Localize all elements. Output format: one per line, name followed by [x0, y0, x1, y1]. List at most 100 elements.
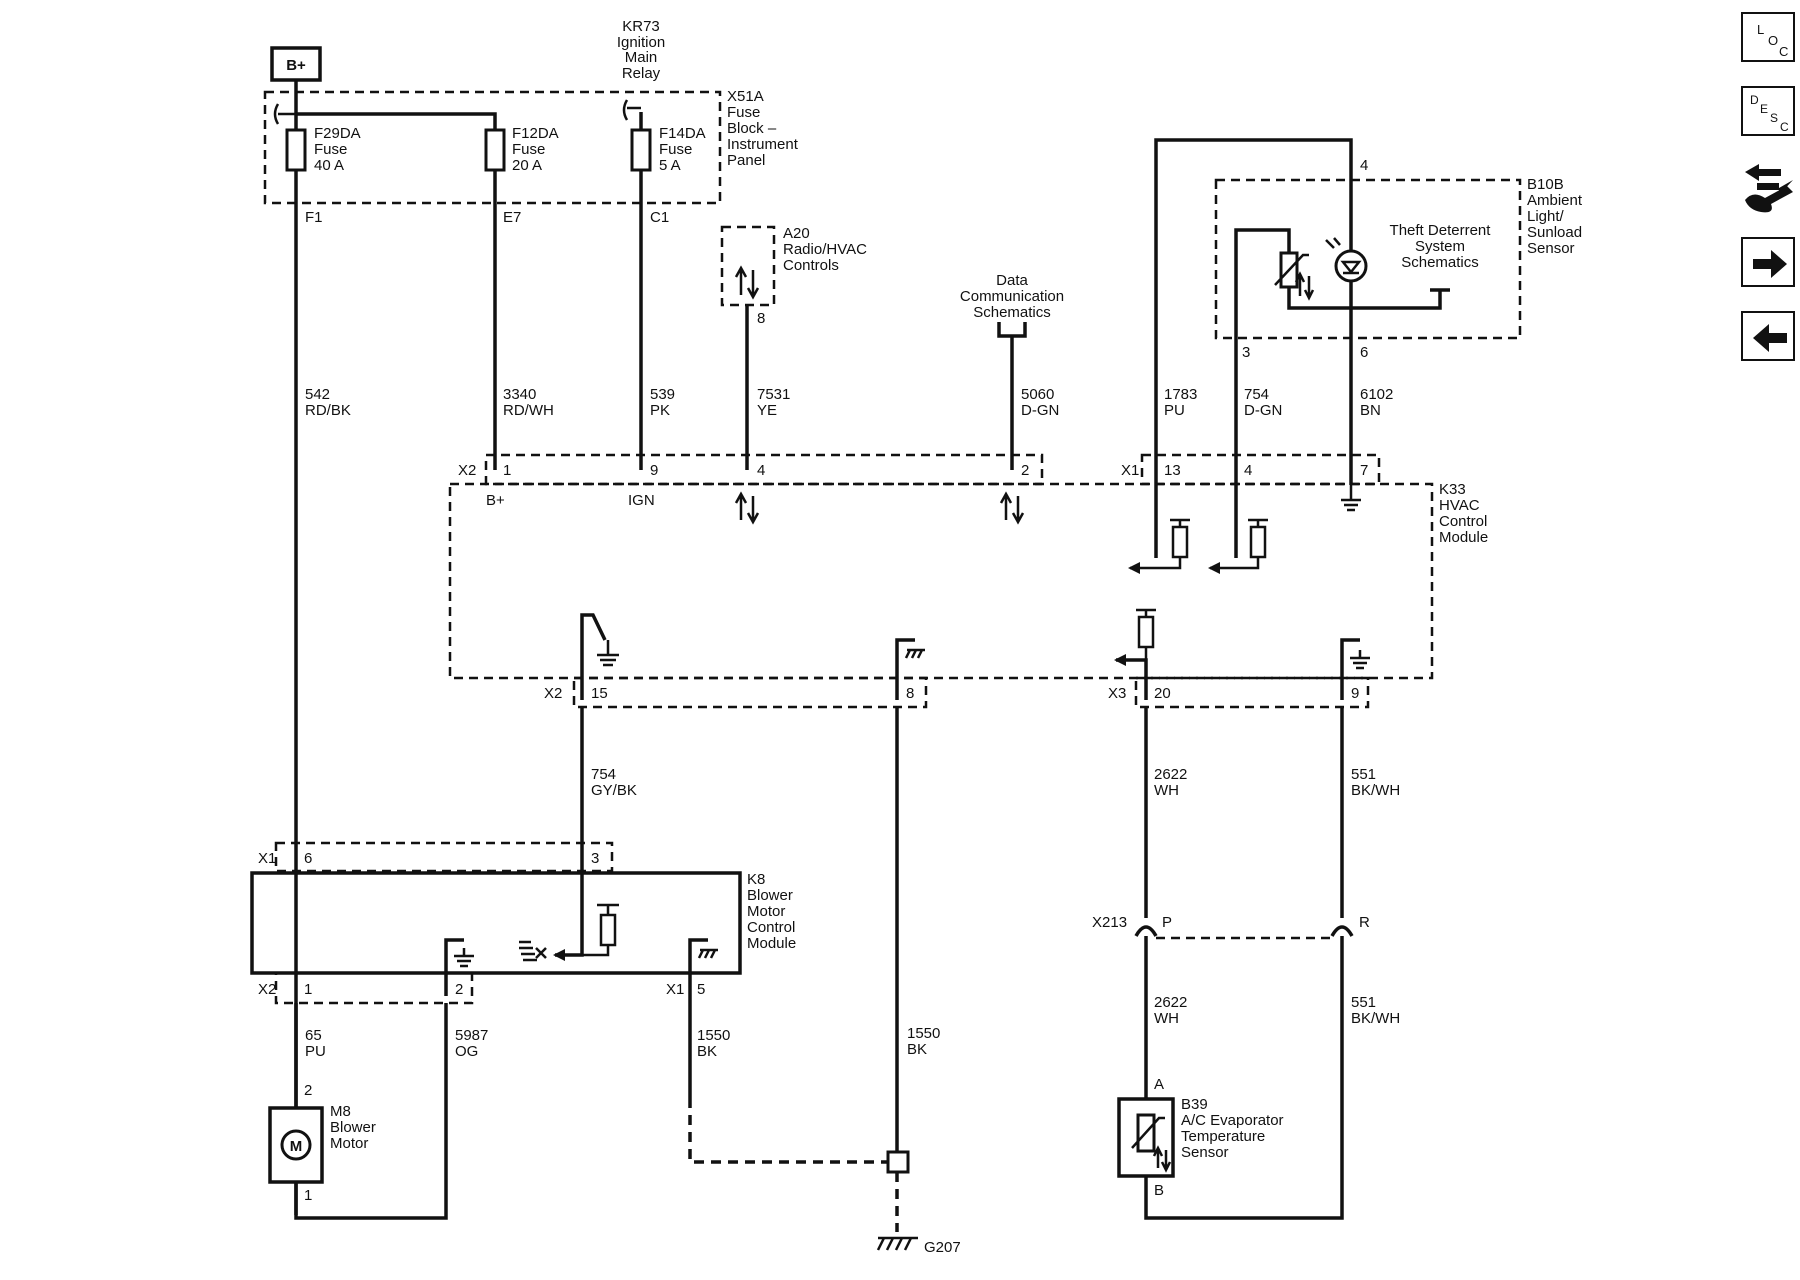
ground-icon — [1341, 485, 1361, 512]
pin-b10b-3: 3 — [1242, 344, 1250, 361]
svg-text:7: 7 — [1360, 462, 1368, 479]
motor-icon — [280, 1129, 312, 1161]
svg-text:P: P — [1162, 914, 1172, 931]
svg-text:13: 13 — [1164, 462, 1181, 479]
chassis-ground-icon — [697, 948, 718, 959]
pullup-resistor-icon — [599, 913, 617, 947]
svg-text:4: 4 — [757, 462, 765, 479]
ground-icon — [1350, 650, 1370, 670]
switch-icon — [580, 613, 607, 700]
svg-text:E: E — [1760, 102, 1768, 116]
bidirectional-arrows-icon — [734, 265, 760, 300]
fuse-f29da-icon — [285, 128, 307, 172]
wire-754-dgn — [1234, 228, 1291, 558]
ground-icon — [454, 948, 474, 968]
svg-text:X1: X1 — [666, 981, 684, 998]
k33-connector-x1-top — [1140, 453, 1381, 486]
pin-a20-8: 8 — [757, 310, 765, 327]
battery-positive-box: B+ — [270, 46, 322, 82]
pin-c1: C1 — [650, 209, 669, 226]
b10b-sensor-outline — [1214, 178, 1522, 340]
svg-text:9: 9 — [1351, 685, 1359, 702]
svg-text:15: 15 — [591, 685, 608, 702]
ground-g207-label: G207 — [924, 1239, 961, 1256]
chassis-ground-icon — [876, 1236, 918, 1251]
svg-text:X2: X2 — [258, 981, 276, 998]
svg-text:8: 8 — [906, 685, 914, 702]
svg-text:4: 4 — [1244, 462, 1252, 479]
next-arrow-button[interactable] — [1741, 237, 1795, 287]
fuse-f14da-icon — [630, 128, 652, 172]
k8-connector-x2-bottom — [274, 971, 474, 1005]
wire-5987 — [294, 1003, 448, 1220]
svg-text:A: A — [1154, 1076, 1164, 1093]
wire-3340 — [296, 112, 497, 470]
fuse-block-x51a-outline — [263, 90, 722, 205]
k33-connector-x3-bottom — [1134, 676, 1370, 709]
svg-text:S: S — [1770, 111, 1778, 125]
pullup-resistor-icon — [1137, 615, 1155, 649]
connector-x3-label: X3 — [1108, 685, 1126, 702]
pin-f1: F1 — [305, 209, 323, 226]
pullup-resistor-icon — [1128, 518, 1268, 574]
svg-text:IGN: IGN — [628, 492, 655, 509]
a20-radio-hvac-outline — [720, 225, 776, 307]
k33-connector-x2-top — [484, 453, 1044, 486]
connector-x2-label: X2 — [458, 462, 476, 479]
wire-1783 — [1154, 138, 1353, 558]
svg-text:20: 20 — [1154, 685, 1171, 702]
k33-hvac-module-outline — [448, 482, 1434, 680]
connector-wrench-icon[interactable] — [1741, 158, 1797, 214]
fuse-f12da-icon — [484, 128, 506, 172]
svg-text:B+: B+ — [286, 57, 306, 74]
loc-button[interactable]: L O C — [1741, 12, 1795, 62]
svg-text:5: 5 — [697, 981, 705, 998]
connector-x213-label: X213 — [1092, 914, 1127, 931]
svg-text:3: 3 — [591, 850, 599, 867]
svg-text:C: C — [1780, 120, 1789, 134]
svg-text:O: O — [1768, 33, 1778, 48]
chassis-ground-icon — [904, 648, 925, 659]
arrow-right-icon — [1753, 250, 1787, 278]
bidirectional-arrows-icon — [734, 491, 1025, 525]
desc-button[interactable]: D E S C — [1741, 86, 1795, 136]
svg-text:X2: X2 — [544, 685, 562, 702]
svg-text:1: 1 — [503, 462, 511, 479]
svg-text:C: C — [1779, 44, 1788, 59]
pin-e7: E7 — [503, 209, 521, 226]
svg-text:B: B — [1154, 1182, 1164, 1199]
svg-text:2: 2 — [1021, 462, 1029, 479]
photodiode-icon — [1334, 249, 1368, 283]
k33-connector-x2-bottom — [572, 676, 928, 709]
svg-text:2: 2 — [304, 1082, 312, 1099]
k8-connector-x1-top — [274, 841, 614, 873]
connector-x1-label: X1 — [1121, 462, 1139, 479]
back-arrow-button[interactable] — [1741, 311, 1795, 361]
k8-blower-module-outline — [250, 871, 742, 975]
